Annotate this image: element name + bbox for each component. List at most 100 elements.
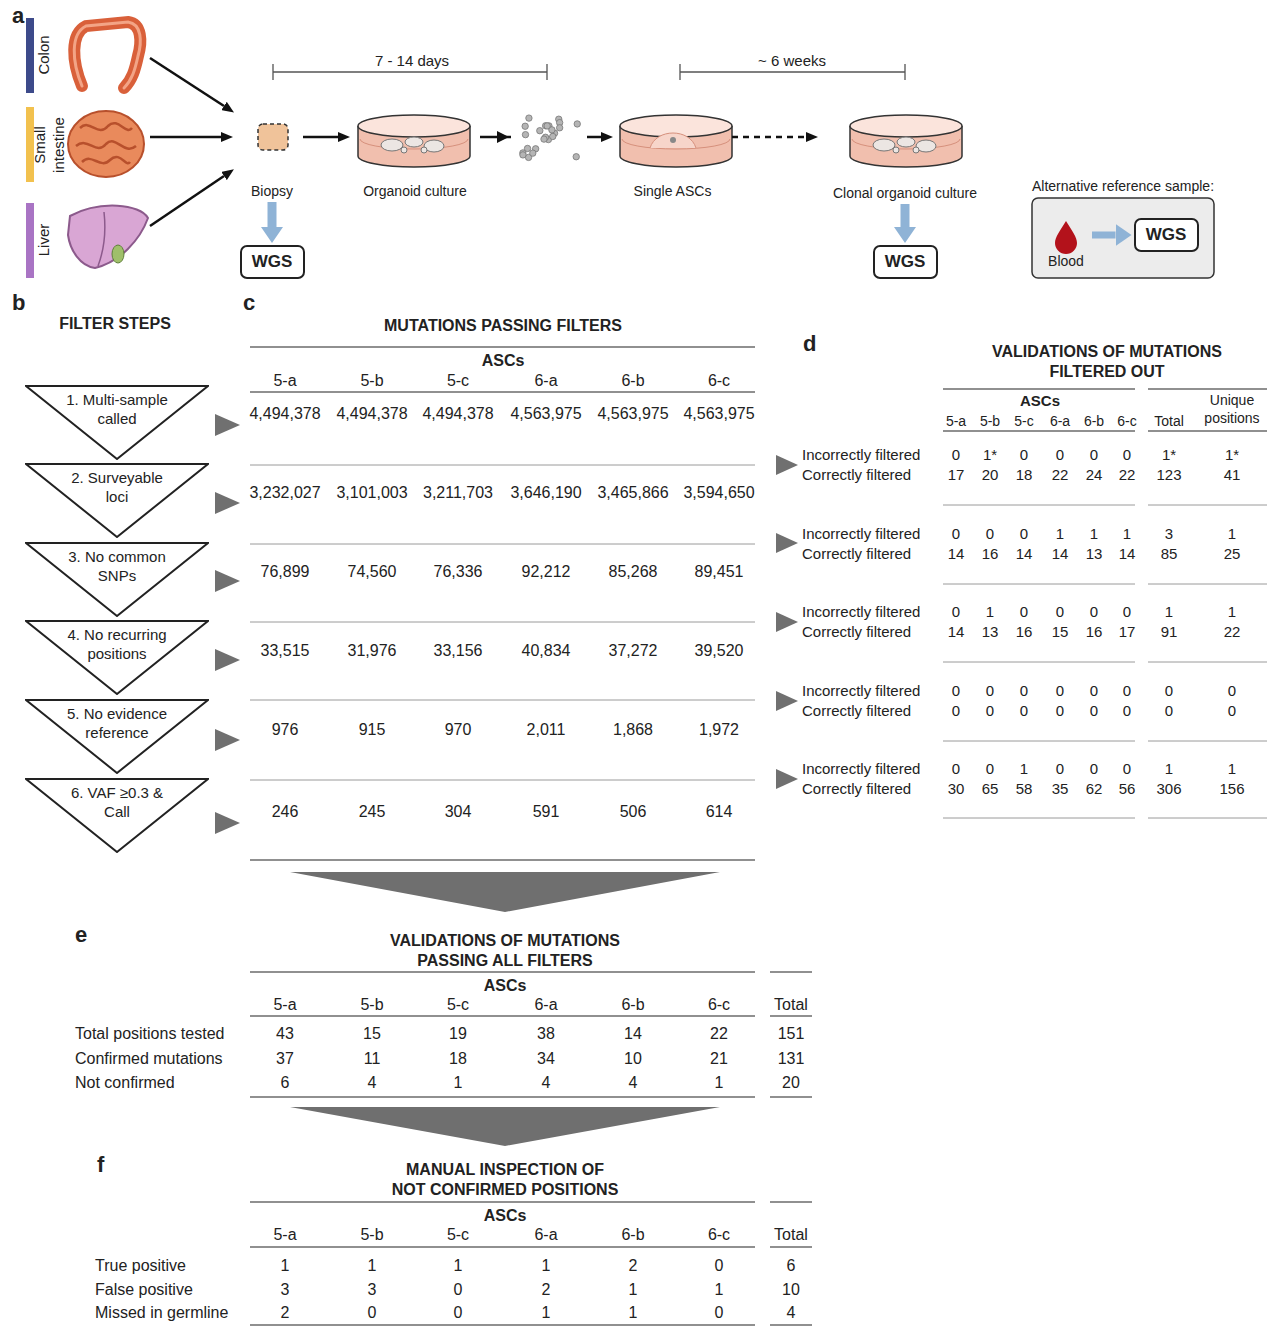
- table-cell: 10: [624, 1049, 642, 1068]
- table-cell: 20: [782, 1073, 800, 1092]
- table-cell: 1,868: [613, 720, 653, 739]
- column-header: 6-a: [534, 995, 557, 1014]
- table-cell: 10: [782, 1280, 800, 1299]
- funnel-arrow: [290, 872, 720, 1146]
- table-cell: 6: [787, 1256, 796, 1275]
- organ-arrows: [150, 58, 224, 226]
- organ-band: [26, 203, 34, 278]
- table-cell: 0: [1056, 682, 1064, 700]
- filter-step: 2. Surveyable loci: [25, 463, 209, 538]
- table-cell: 0: [1090, 702, 1098, 720]
- table-cell: 4,494,378: [422, 404, 493, 423]
- table-cell: 0: [454, 1303, 463, 1322]
- triangle-outline: [26, 386, 208, 459]
- table-cell: 19: [449, 1024, 467, 1043]
- column-header: 5-c: [447, 1225, 469, 1244]
- table-cell: 1: [454, 1073, 463, 1092]
- table-cell: 13: [1086, 545, 1103, 563]
- table-cell: 0: [1228, 702, 1236, 720]
- row-name: Incorrectly filtered: [802, 760, 920, 778]
- column-header: 6-c: [1117, 413, 1136, 430]
- biopsy-tissue: [258, 124, 288, 150]
- table-cell: 3: [281, 1280, 290, 1299]
- table-cell: 22: [710, 1024, 728, 1043]
- table-cell: 56: [1119, 780, 1136, 798]
- table-cell: 0: [1056, 702, 1064, 720]
- wgs-box: WGS: [873, 245, 938, 279]
- table-cell: 1: [1056, 525, 1064, 543]
- table-cell: 15: [1052, 623, 1069, 641]
- column-header: 6-c: [708, 371, 730, 390]
- panel-letter: a: [12, 3, 24, 29]
- table-cell: 18: [449, 1049, 467, 1068]
- table-cell: 3,101,003: [336, 483, 407, 502]
- row-name: Incorrectly filtered: [802, 682, 920, 700]
- column-header: 5-c: [1014, 413, 1033, 430]
- cell-dot: [574, 121, 580, 127]
- table-cell: 970: [445, 720, 472, 739]
- table-cell: 40,834: [522, 641, 571, 660]
- row-name: False positive: [95, 1280, 193, 1299]
- culture-dish: [620, 115, 732, 167]
- table-cell: 24: [1086, 466, 1103, 484]
- filter-step: 4. No recurring positions: [25, 620, 209, 695]
- table-cell: 0: [454, 1280, 463, 1299]
- table-cell: 91: [1161, 623, 1178, 641]
- table-cell: 0: [952, 603, 960, 621]
- table-cell: 4,494,378: [336, 404, 407, 423]
- table-cell: 17: [948, 466, 965, 484]
- table-cell: 1: [1090, 525, 1098, 543]
- table-cell: 2,011: [527, 720, 566, 739]
- table-cell: 0: [986, 760, 994, 778]
- table-cell: 0: [1123, 446, 1131, 464]
- column-header: Total: [1154, 413, 1184, 430]
- organ-name: Colon: [35, 35, 53, 74]
- table-cell: 1*: [1225, 446, 1239, 464]
- column-header: 5-b: [980, 413, 1000, 430]
- table-cell: 21: [710, 1049, 728, 1068]
- table-cell: 3: [1165, 525, 1173, 543]
- column-header: 6-b: [621, 1225, 644, 1244]
- table-cell: 20: [982, 466, 999, 484]
- row-name: True positive: [95, 1256, 186, 1275]
- row-markers: [215, 414, 798, 834]
- table-cell: 1: [542, 1303, 551, 1322]
- column-header: 5-a: [273, 1225, 296, 1244]
- table-cell: 0: [986, 525, 994, 543]
- panel-letter: f: [97, 1152, 104, 1178]
- table-cell: 14: [624, 1024, 642, 1043]
- table-cell: 3,594,650: [683, 483, 754, 502]
- flow-arrow: [901, 204, 910, 227]
- panel-title: MANUAL INSPECTION OF NOT CONFIRMED POSIT…: [390, 1160, 621, 1200]
- node-label: Alternative reference sample:: [1026, 178, 1220, 195]
- table-cell: 37: [276, 1049, 294, 1068]
- table-cell: 3,646,190: [510, 483, 581, 502]
- table-cell: 614: [706, 802, 733, 821]
- table-cell: 915: [359, 720, 386, 739]
- organoids: [381, 137, 444, 153]
- table-cell: 30: [948, 780, 965, 798]
- row-name: Incorrectly filtered: [802, 446, 920, 464]
- filter-step: 6. VAF ≥0.3 & Call: [25, 778, 209, 853]
- table-cell: 0: [1056, 760, 1064, 778]
- node-label: Biopsy: [243, 183, 301, 200]
- table-cell: 306: [1156, 780, 1181, 798]
- table-cell: 85,268: [609, 562, 658, 581]
- table-cell: 0: [1020, 446, 1028, 464]
- table-cell: 0: [1020, 682, 1028, 700]
- flow-arrow: [732, 136, 806, 139]
- panel-title: MUTATIONS PASSING FILTERS: [384, 316, 622, 335]
- column-header: 5-b: [360, 1225, 383, 1244]
- table-cell: 4,494,378: [249, 404, 320, 423]
- table-cell: 14: [1052, 545, 1069, 563]
- node-label: 6. VAF ≥0.3 & Call: [62, 783, 172, 821]
- table-cell: 16: [1016, 623, 1033, 641]
- table-cell: 41: [1224, 466, 1241, 484]
- cell-dot: [526, 115, 532, 121]
- panel-title: FILTER STEPS: [59, 314, 171, 333]
- triangle-outline: [26, 779, 208, 852]
- column-header: 6-a: [534, 1225, 557, 1244]
- table-cell: 1: [1123, 525, 1131, 543]
- node-label: 5. No evidence reference: [55, 704, 180, 742]
